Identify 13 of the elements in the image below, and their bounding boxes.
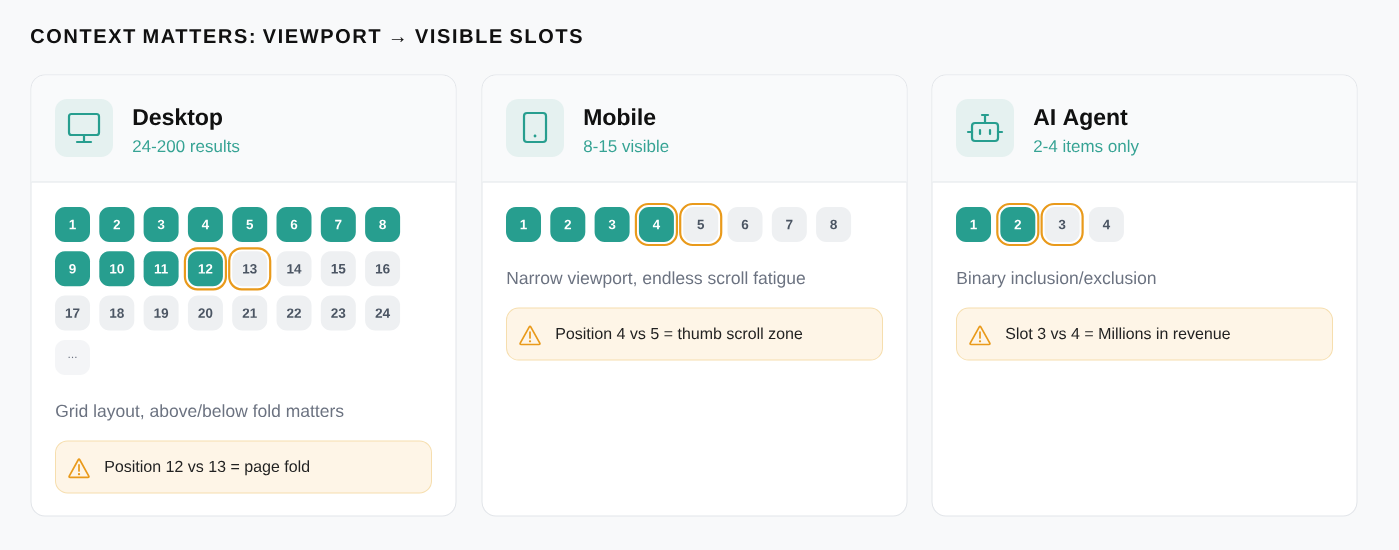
description: Narrow viewport, endless scroll fatigue: [507, 271, 805, 288]
card-title: AI Agent: [1033, 109, 1128, 130]
card-subtitle: 24-200 results: [133, 139, 240, 153]
card-subtitle: 8-15 visible: [583, 139, 669, 153]
description: Grid layout, above/below fold matters: [56, 404, 344, 421]
description: Binary inclusion/exclusion: [957, 271, 1156, 288]
warning-box: Position 4 vs 5 = thumb scroll zone: [506, 307, 883, 361]
warning-box: Position 12 vs 13 = page fold: [55, 440, 432, 494]
card-title: Desktop: [133, 108, 222, 130]
card-subtitle: 2-4 items only: [1034, 139, 1139, 156]
title: CONTEXT MATTERS: VIEWPORT → VISIBLE SLOTS: [31, 29, 582, 44]
warning-box: Slot 3 vs 4 = Millions in revenue: [956, 307, 1333, 361]
card-title: Mobile: [584, 108, 656, 126]
